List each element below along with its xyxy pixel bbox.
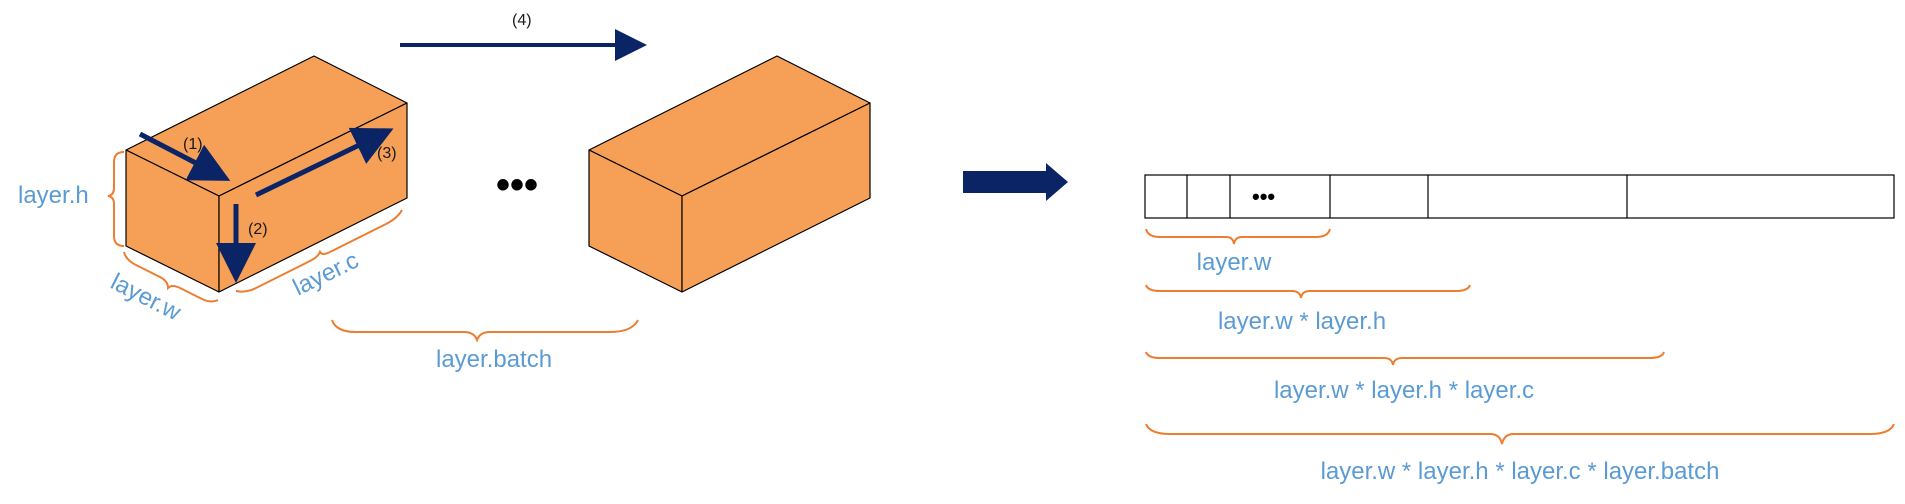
brace-width [123,251,219,303]
traversal-arrows [138,29,647,283]
arrow-step-1 [138,131,231,181]
label-brace-1: layer.w [1197,249,1272,276]
step-label-2: (2) [248,221,268,238]
label-layer-c: layer.c [289,247,363,302]
tensor-box-last [588,55,871,293]
brace-whc [1145,351,1665,366]
flat-array-outline [1144,174,1895,219]
brace-batch [331,319,639,343]
step-label-3: (3) [377,145,397,162]
step-label-4: (4) [512,12,532,29]
label-layer-batch: layer.batch [436,346,552,373]
label-brace-2: layer.w * layer.h [1218,308,1386,335]
label-layer-w: layer.w [106,268,185,326]
label-brace-3: layer.w * layer.h * layer.c [1274,377,1534,404]
left-braces [107,151,639,343]
flat-array [1144,174,1895,219]
brace-channel [235,209,403,293]
brace-whcb [1145,423,1895,445]
brace-height [107,151,125,247]
brace-wh [1145,284,1471,299]
flatten-arrow [963,163,1068,201]
arrow-step-3 [254,127,394,198]
right-braces [1145,228,1895,445]
flat-array-ellipsis: ••• [1252,184,1275,209]
box-side-face [681,102,871,293]
brace-w [1145,228,1331,245]
step-label-1: (1) [183,136,203,153]
label-brace-4: layer.w * layer.h * layer.c * layer.batc… [1321,458,1720,485]
batch-ellipsis: ••• [496,163,538,207]
tensor-box-first [125,55,408,293]
label-layer-h: layer.h [18,182,89,209]
